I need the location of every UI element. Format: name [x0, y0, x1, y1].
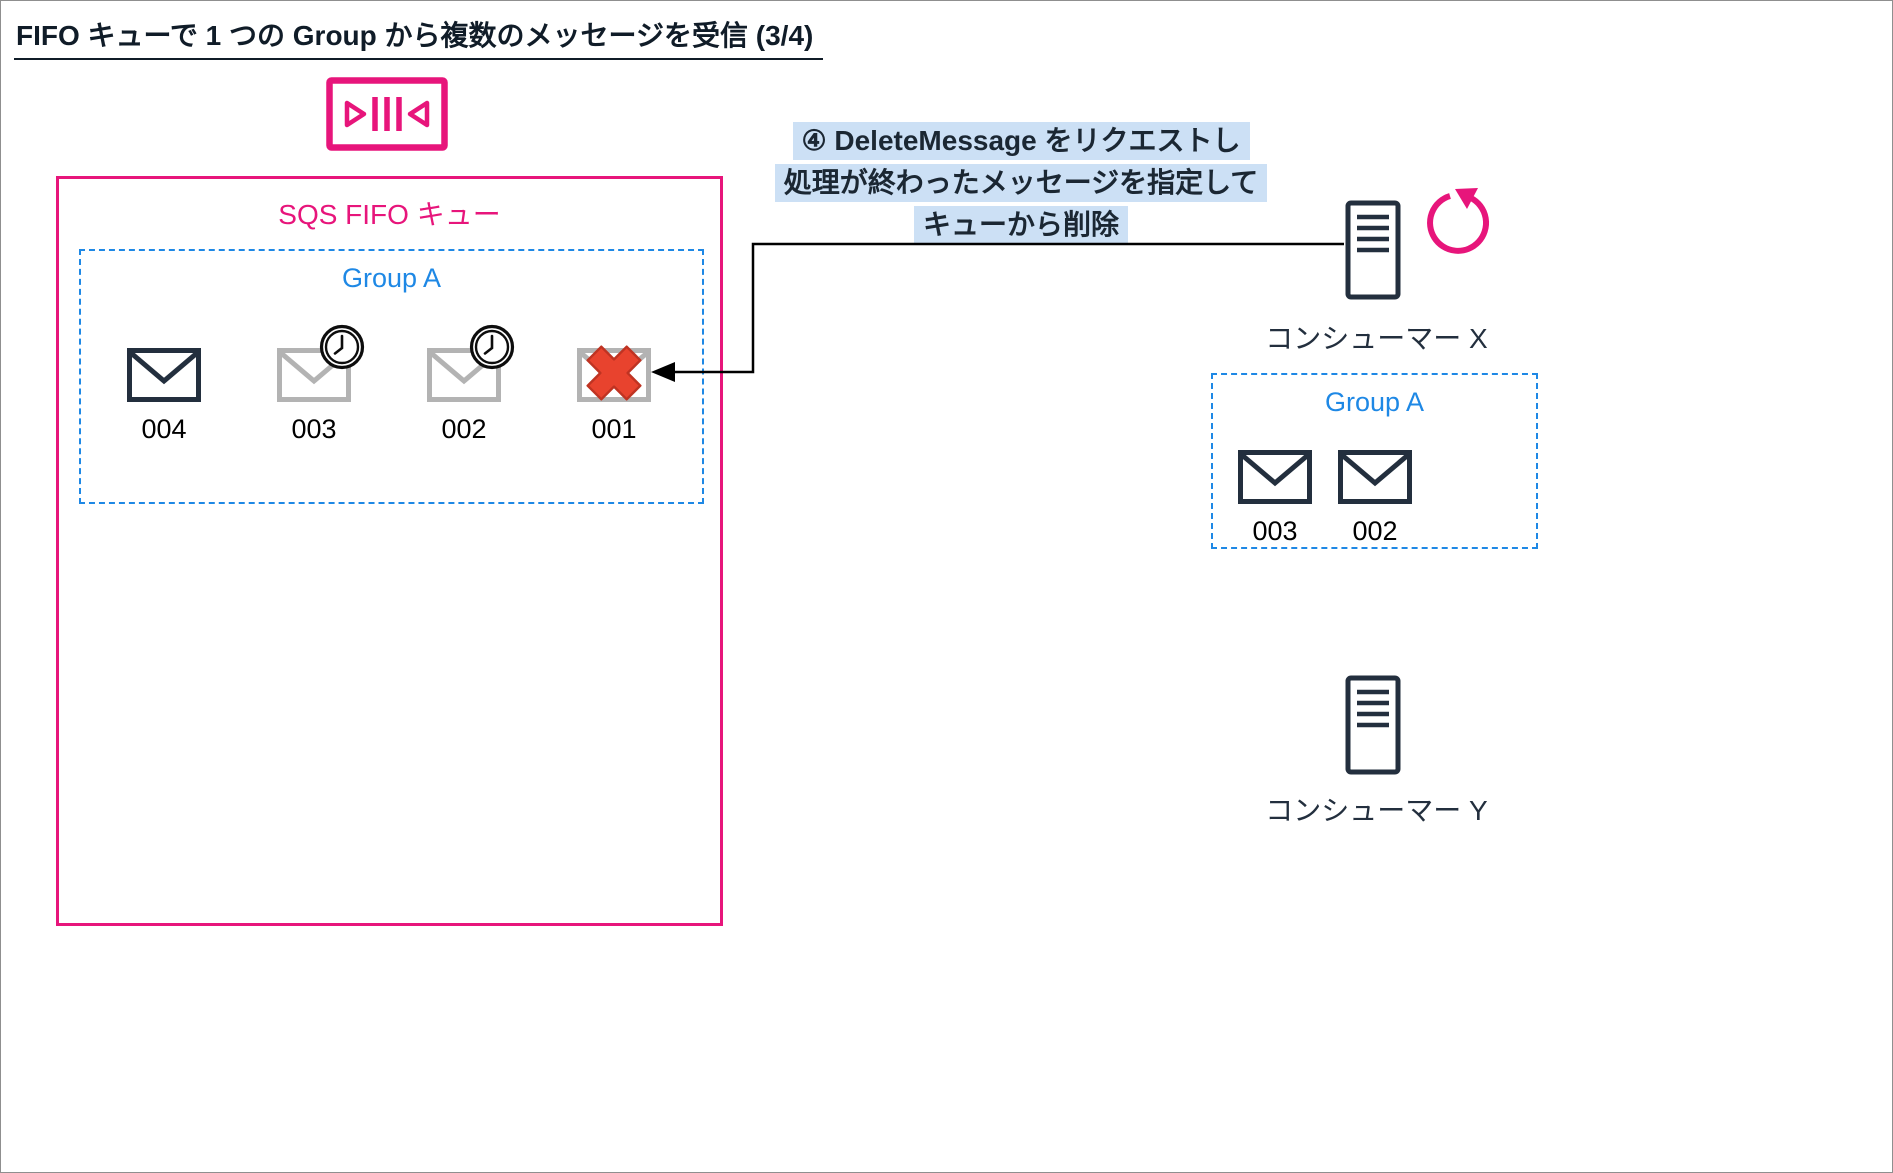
queue-message-row: 004 003 002: [81, 347, 669, 445]
message-id-label: 001: [591, 414, 637, 444]
annotation-line-1: ④ DeleteMessage をリクエストし: [792, 122, 1250, 160]
message-id-label: 003: [1252, 516, 1298, 546]
red-x-icon: [575, 334, 653, 412]
consumer-x-group-a-box: Group A 003 002: [1211, 373, 1538, 549]
message-id-label: 002: [1352, 516, 1398, 546]
delete-message-annotation: ④ DeleteMessage をリクエストし 処理が終わったメッセージを指定し…: [756, 121, 1286, 247]
consumer-message-row: 003 002: [1213, 449, 1413, 547]
diagram-title: FIFO キューで 1 つの Group から複数のメッセージを受信 (3/4): [14, 14, 824, 60]
consumer-y-label: コンシューマー Y: [1265, 795, 1488, 826]
envelope-icon: [1337, 449, 1413, 505]
sqs-queue-icon: [326, 77, 448, 151]
queue-group-a-box: Group A 004 003: [79, 249, 704, 504]
message-id-label: 002: [441, 414, 487, 444]
visibility-timeout-clock-icon: [468, 323, 516, 371]
polling-refresh-icon: [1417, 181, 1493, 257]
annotation-line-3: キューから削除: [913, 206, 1128, 244]
annotation-line-2: 処理が終わったメッセージを指定して: [774, 164, 1268, 202]
received-message-003: 003: [1237, 449, 1313, 547]
message-004: 004: [109, 347, 219, 445]
group-label: Group A: [341, 263, 442, 293]
queue-label: SQS FIFO キュー: [278, 199, 501, 230]
message-id-label: 004: [141, 414, 187, 444]
consumer-x-label: コンシューマー X: [1265, 323, 1488, 354]
message-id-label: 003: [291, 414, 337, 444]
visibility-timeout-clock-icon: [318, 323, 366, 371]
sqs-fifo-queue-box: SQS FIFO キュー Group A 004 003: [56, 176, 723, 926]
message-002: 002: [409, 347, 519, 445]
message-003: 003: [259, 347, 369, 445]
group-label: Group A: [1324, 387, 1425, 417]
received-message-002: 002: [1337, 449, 1413, 547]
envelope-icon: [126, 347, 202, 403]
envelope-icon: [1237, 449, 1313, 505]
consumer-y-server-icon: [1344, 674, 1402, 776]
consumer-x-server-icon: [1344, 199, 1402, 301]
message-001: 001: [559, 347, 669, 445]
